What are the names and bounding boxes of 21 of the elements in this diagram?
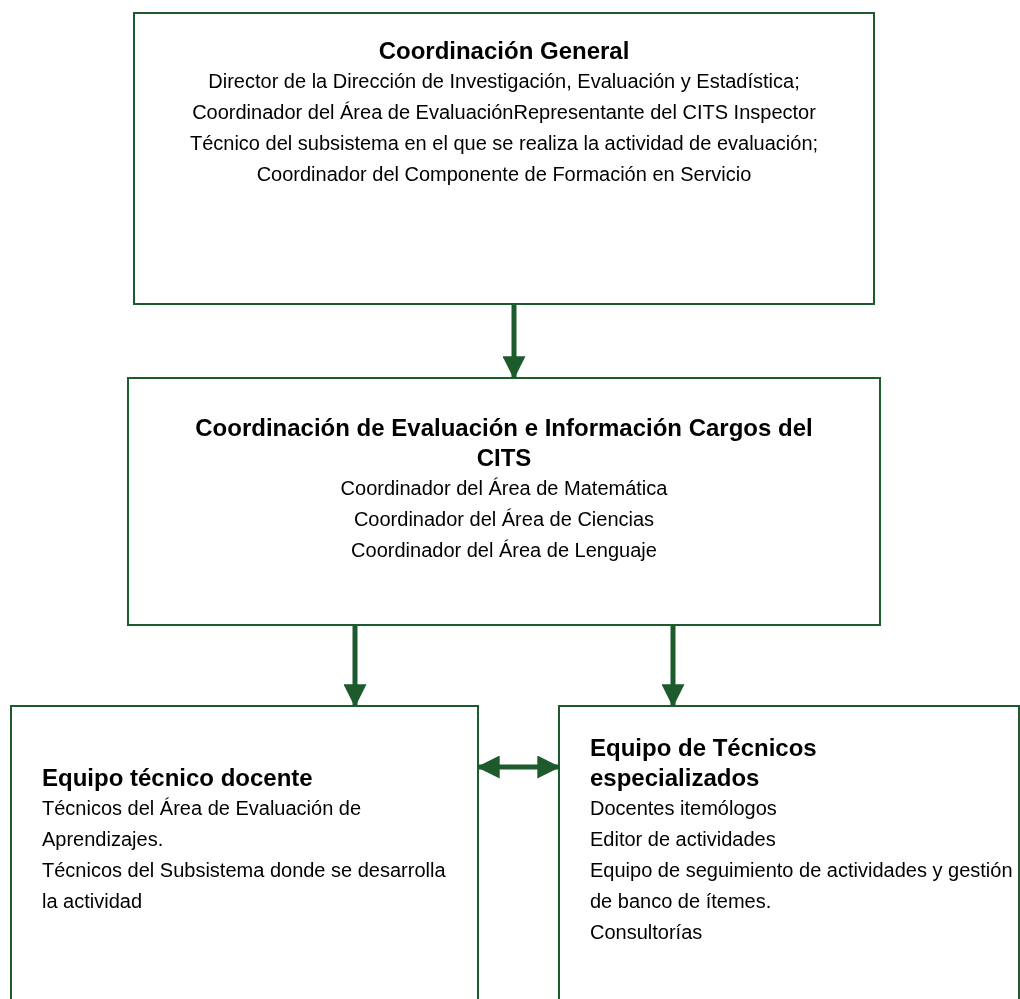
box-heading: Coordinación General <box>378 36 630 66</box>
org-box <box>10 705 479 999</box>
box-heading: Coordinación de Evaluación e Información Cargos del CITS <box>194 413 814 473</box>
arrow <box>661 626 685 708</box>
org-box <box>133 12 875 305</box>
box-text: Coordinador del Área de Ciencias <box>353 507 655 532</box>
box-text: Técnicos del Subsistema donde se desarrolla la actividad <box>42 858 447 914</box>
box-text: Coordinador del Área de Lenguaje <box>351 538 657 563</box>
org-box <box>127 377 881 626</box>
arrow <box>502 305 526 380</box>
box-text: Editor de actividades <box>590 827 776 852</box>
box-text: Docentes itemólogos <box>590 796 777 821</box>
box-text: Director de la Dirección de Investigación, Evaluación y Estadística; Coordinador del Área de EvaluaciónRepresentante del CITS Inspector Técnico del subsistema en el que se realiza la actividad de evaluación; Coordinador del Componente de Formación en Servicio <box>188 69 820 187</box>
box-heading: Equipo técnico docente <box>42 763 313 793</box>
org-box <box>558 705 1020 999</box>
arrow <box>343 626 367 708</box>
box-text: Técnicos del Área de Evaluación de Aprendizajes. <box>42 796 363 852</box>
box-heading: Equipo de Técnicos especializados <box>590 733 818 793</box>
box-text: Consultorías <box>590 920 703 945</box>
box-text: Equipo de seguimiento de actividades y gestión de banco de ítemes. <box>590 858 1014 914</box>
box-text: Coordinador del Área de Matemática <box>340 476 668 501</box>
